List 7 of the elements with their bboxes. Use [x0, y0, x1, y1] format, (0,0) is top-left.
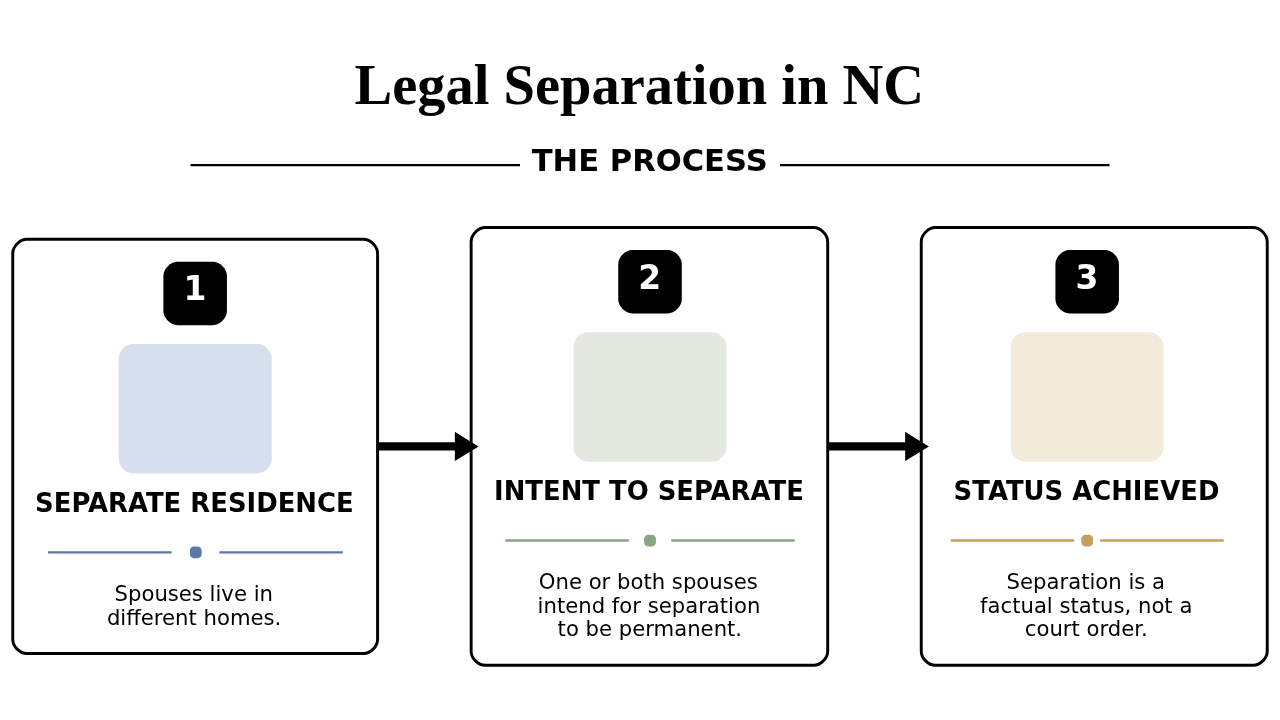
node-box: 3 STATUS ACHIEVED Separation is a factual status, not a court order. — [919, 225, 1269, 667]
node-box: 2 INTENT TO SEPARATE One or both spouses intend for separation to be permanent. — [469, 225, 830, 667]
node-box: 1 SEPARATE RESIDENCE Spouses live in different homes. — [11, 237, 380, 655]
diagram-title: Legal Separation in NC — [354, 53, 925, 116]
arrow — [827, 431, 929, 461]
label: THE PROCESS — [531, 142, 768, 178]
arrow — [377, 431, 479, 461]
